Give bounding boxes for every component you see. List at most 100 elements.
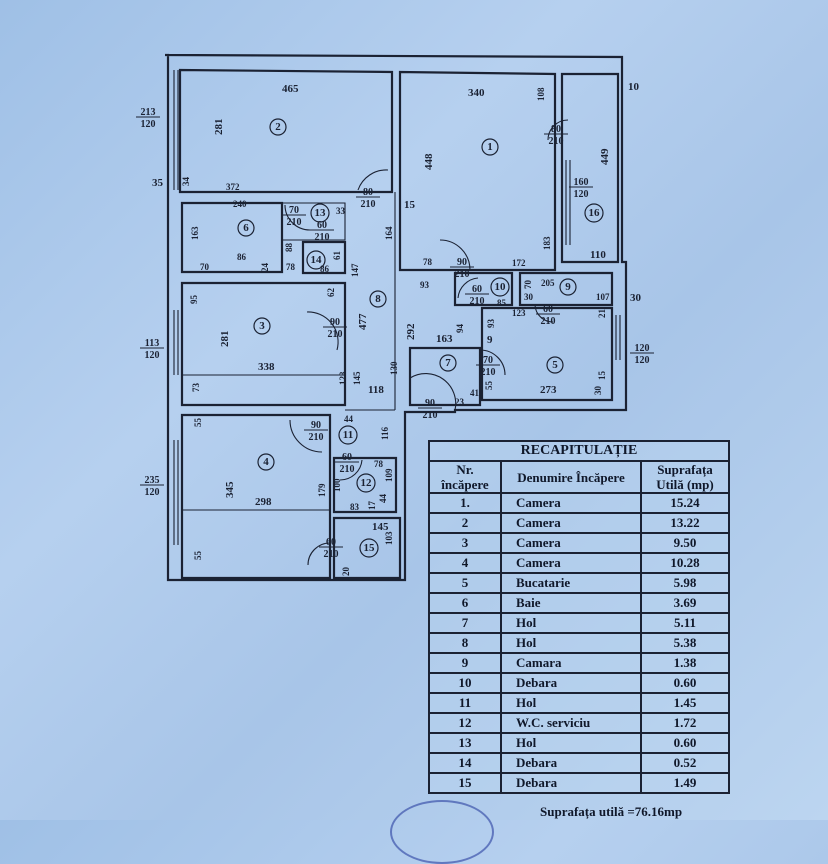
room-number: 1. [428,492,502,514]
dimension-label: 123 [338,371,348,385]
room-marker: 16 [584,203,604,223]
room-number: 15 [428,772,502,794]
dimension-label: 21 [597,309,607,319]
dimension-label: 88 [284,243,294,253]
dimension-label: 164 [384,226,394,240]
opening-height: 210 [481,367,496,378]
dimension-label: 107 [596,292,610,302]
room-marker: 2 [269,118,287,136]
dimension-label: 205 [541,278,555,288]
room-number: 2 [428,512,502,534]
room-circle [546,356,564,374]
room-circle [481,138,499,156]
room-number-label: 11 [343,429,353,441]
room-number: 11 [428,692,502,714]
room-circle [306,250,326,270]
dimension-label: 465 [282,83,299,95]
room-marker: 12 [356,473,376,493]
dimension-label: 55 [193,551,203,561]
room-number: 8 [428,632,502,654]
room-area: 0.60 [640,672,730,694]
room-area: 10.28 [640,552,730,574]
dimension-label: 93 [486,319,496,329]
opening-width: 90 [330,317,340,328]
room-circle [356,473,376,493]
opening-width: 235 [145,475,160,486]
dimension-label: 35 [152,177,164,189]
header-nr: Nr. încăpere [428,460,502,494]
room-name: Camera [500,512,642,534]
dimension-label: 9 [487,334,493,346]
room-name: W.C. serviciu [500,712,642,734]
dimension-label: 55 [193,418,203,428]
room-marker: 7 [439,354,457,372]
room-name: Bucatarie [500,572,642,594]
dimension-label: 20 [341,567,351,577]
dimension-label: 34 [181,177,191,187]
dimension-label: 10 [628,81,640,93]
room-name: Debara [500,752,642,774]
room-number: 9 [428,652,502,674]
room-circle [439,354,457,372]
room-circle [257,453,275,471]
room-number: 5 [428,572,502,594]
opening-width: 120 [635,343,650,354]
dimension-label: 145 [372,521,389,533]
room-marker: 5 [546,356,564,374]
room-name: Hol [500,732,642,754]
room-marker: 10 [490,277,510,297]
dimension-label: 179 [317,483,327,497]
dimension-label: 85 [497,298,507,308]
dimension-label: 345 [224,481,236,498]
opening-width: 60 [342,452,352,463]
room-marker: 1 [481,138,499,156]
dimension-label: 62 [326,288,336,298]
opening-height: 120 [574,189,589,200]
room-number: 6 [428,592,502,614]
dimension-label: 103 [384,531,394,545]
room-area: 0.52 [640,752,730,774]
dimension-label: 273 [540,384,557,396]
dimension-label: 86 [237,252,247,262]
opening-width: 60 [326,537,336,548]
room-number-label: 14 [311,254,323,266]
dimension-label: 108 [536,87,546,101]
dimension-label: 30 [593,386,603,396]
opening-height: 210 [455,269,470,280]
room-name: Camara [500,652,642,674]
dimension-label: 116 [380,426,390,440]
opening-height: 210 [470,296,485,307]
room-area: 13.22 [640,512,730,534]
dimension-label: 61 [332,251,342,261]
dimension-label: 372 [226,182,240,192]
dimension-label: 448 [423,153,435,170]
dimension-label: 338 [258,361,275,373]
opening-height: 210 [309,432,324,443]
opening-height: 210 [549,136,564,147]
room-area: 0.60 [640,732,730,754]
room-name: Debara [500,772,642,794]
dimension-label: 118 [368,384,384,396]
opening-width: 90 [457,257,467,268]
dimension-label: 55 [484,381,494,391]
dimension-label: 145 [352,371,362,385]
dimension-label: 163 [190,226,200,240]
opening-width: 70 [289,205,299,216]
opening-width: 80 [363,187,373,198]
room-circle [584,203,604,223]
room-area: 1.45 [640,692,730,714]
opening-width: 90 [425,398,435,409]
dimension-label: 95 [189,295,199,305]
dimension-label: 44 [378,494,388,504]
opening-height: 210 [361,199,376,210]
